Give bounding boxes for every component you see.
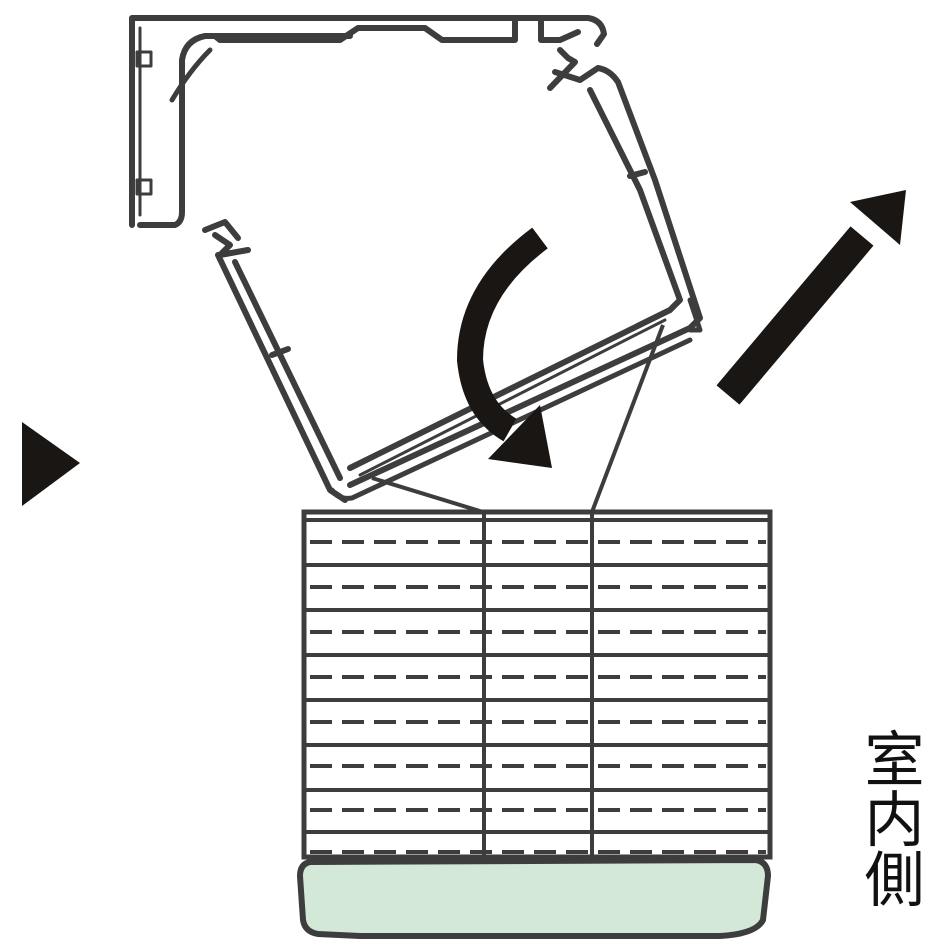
lift-cords (371, 324, 665, 514)
play-triangle-icon (22, 422, 80, 506)
indoor-side-label: 室内側 (854, 728, 924, 908)
blind-dashed-lines (310, 540, 766, 854)
blind-slats (304, 518, 770, 834)
bottom-rail (296, 856, 772, 939)
mounting-bracket (129, 15, 607, 228)
blind-frame (301, 509, 773, 860)
blind-body (301, 509, 773, 860)
diagonal-arrow-icon (716, 190, 906, 405)
headrail-profile (202, 47, 703, 503)
curved-rotation-arrow-icon (456, 227, 552, 468)
